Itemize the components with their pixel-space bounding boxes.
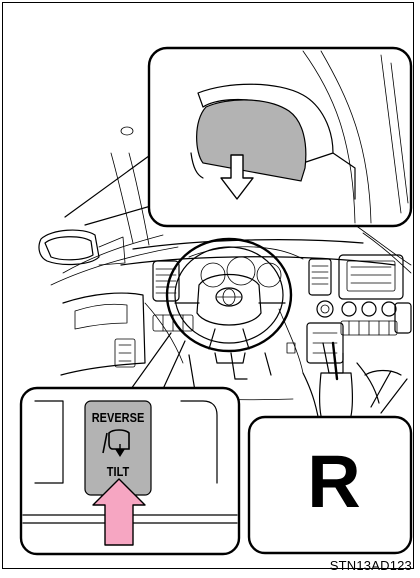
switch-callout — [21, 333, 239, 554]
exterior-mirror — [39, 230, 125, 265]
reverse-label: REVERSE — [89, 411, 147, 425]
shift-position-label: R — [255, 439, 413, 524]
tilt-label: TILT — [89, 465, 147, 479]
figure-code: STN13AD123 — [330, 558, 412, 573]
illustration-frame: .ln{fill:none;stroke:#000;stroke-width:1… — [2, 2, 414, 569]
steering-wheel — [167, 239, 303, 363]
mirror-callout — [65, 48, 411, 226]
